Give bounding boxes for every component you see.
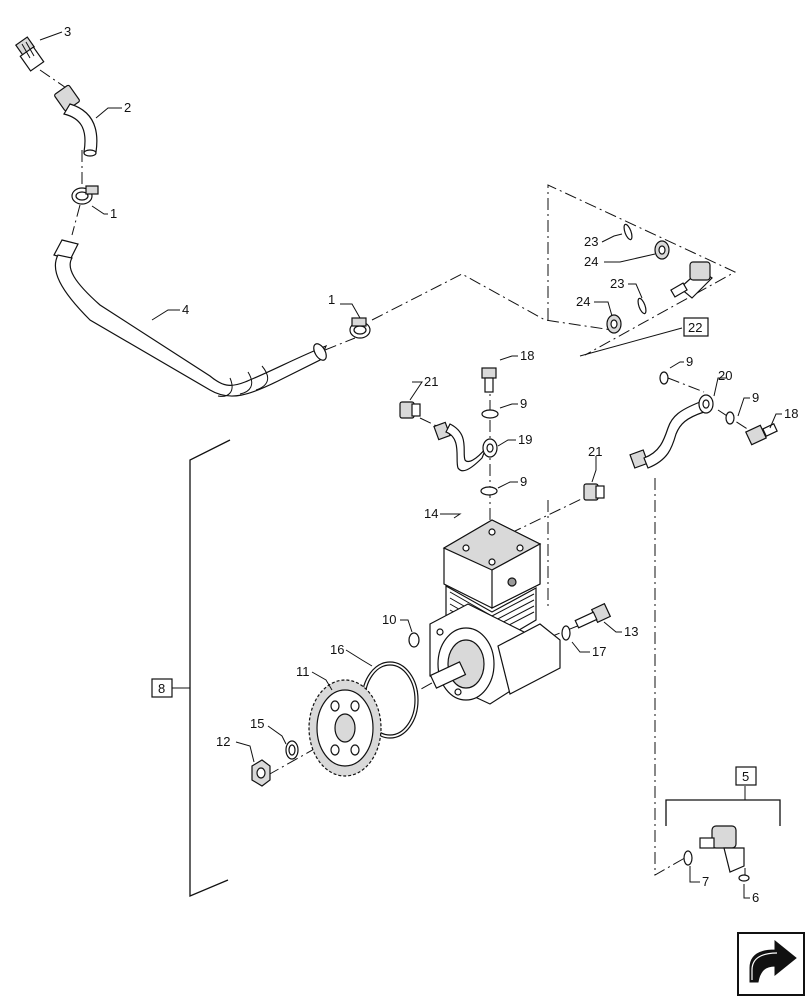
part-9-sealing-washer-d[interactable] <box>725 411 735 425</box>
callout-21-right[interactable]: 21 <box>588 444 602 459</box>
callout-8: 8 <box>158 681 165 696</box>
callout-9-b[interactable]: 9 <box>520 474 527 489</box>
part-3-fitting[interactable] <box>14 36 45 72</box>
callout-labels: 3 2 1 4 1 23 24 23 24 18 21 9 19 9 21 9 … <box>64 24 798 905</box>
callout-9-c[interactable]: 9 <box>686 354 693 369</box>
boxed-callout-22[interactable]: 22 <box>683 317 709 337</box>
part-9-sealing-washer-c[interactable] <box>659 371 669 385</box>
part-14-air-compressor[interactable] <box>429 519 561 705</box>
part-18-banjo-bolt-right[interactable] <box>744 423 778 446</box>
callout-3[interactable]: 3 <box>64 24 71 39</box>
part-10-o-ring[interactable] <box>408 632 420 648</box>
elbow-fitting-lower[interactable] <box>699 825 745 873</box>
callout-21-left[interactable]: 21 <box>424 374 438 389</box>
part-23-retaining-ring-upper[interactable] <box>622 223 633 241</box>
next-page-arrow-icon[interactable] <box>737 932 805 996</box>
callout-13[interactable]: 13 <box>624 624 638 639</box>
part-24-nut-upper[interactable] <box>654 240 670 260</box>
callout-11[interactable]: 11 <box>296 664 310 679</box>
callout-2[interactable]: 2 <box>124 100 131 115</box>
bracket-group-8 <box>172 439 231 897</box>
callout-23-upper[interactable]: 23 <box>584 234 598 249</box>
part-21-fitting-right[interactable] <box>583 483 605 501</box>
elbow-fitting-upper[interactable] <box>670 261 713 299</box>
callout-17[interactable]: 17 <box>592 644 606 659</box>
part-12-nut[interactable] <box>251 759 271 787</box>
part-4-air-hose[interactable] <box>53 239 329 397</box>
boxed-callout-8[interactable]: 8 <box>151 678 173 698</box>
part-20-banjo-tube[interactable] <box>629 394 714 469</box>
part-18-banjo-bolt-center[interactable] <box>481 367 497 393</box>
assembly-centerlines <box>39 69 753 880</box>
callout-5: 5 <box>742 769 749 784</box>
callout-15[interactable]: 15 <box>250 716 264 731</box>
callout-10[interactable]: 10 <box>382 612 396 627</box>
part-2-elbow-hose[interactable] <box>54 84 98 157</box>
boxed-callout-5[interactable]: 5 <box>735 766 757 786</box>
part-7-o-ring[interactable] <box>683 850 693 866</box>
callout-18-center[interactable]: 18 <box>520 348 534 363</box>
callout-4[interactable]: 4 <box>182 302 189 317</box>
part-1-hose-clamp-lower[interactable] <box>349 317 371 339</box>
part-13-bolt[interactable] <box>574 602 612 629</box>
callout-leaders <box>39 31 782 899</box>
callout-23-lower[interactable]: 23 <box>610 276 624 291</box>
bracket-group-22 <box>579 327 683 357</box>
callout-24-upper[interactable]: 24 <box>584 254 598 269</box>
callout-18-right[interactable]: 18 <box>784 406 798 421</box>
bracket-group-5 <box>665 786 781 826</box>
callout-6[interactable]: 6 <box>752 890 759 905</box>
part-9-sealing-washer-b[interactable] <box>480 486 498 496</box>
callout-12[interactable]: 12 <box>216 734 230 749</box>
part-24-nut-lower[interactable] <box>606 314 622 334</box>
part-15-lock-washer[interactable] <box>285 740 299 760</box>
callout-9-a[interactable]: 9 <box>520 396 527 411</box>
callout-14[interactable]: 14 <box>424 506 438 521</box>
callout-24-lower[interactable]: 24 <box>576 294 590 309</box>
callout-1-lower[interactable]: 1 <box>328 292 335 307</box>
callout-7[interactable]: 7 <box>702 874 709 889</box>
part-1-hose-clamp-upper[interactable] <box>71 185 99 205</box>
part-17-washer[interactable] <box>561 625 571 641</box>
callout-19[interactable]: 19 <box>518 432 532 447</box>
part-9-sealing-washer-a[interactable] <box>481 409 499 419</box>
callout-9-d[interactable]: 9 <box>752 390 759 405</box>
part-11-drive-gear[interactable] <box>308 679 382 777</box>
part-23-retaining-ring-lower[interactable] <box>636 297 647 315</box>
callout-22: 22 <box>688 320 702 335</box>
part-6-o-ring[interactable] <box>738 874 750 882</box>
callout-20[interactable]: 20 <box>718 368 732 383</box>
part-19-banjo-tube[interactable] <box>433 421 498 472</box>
part-21-fitting-left[interactable] <box>399 401 421 419</box>
callout-16[interactable]: 16 <box>330 642 344 657</box>
callout-1-upper[interactable]: 1 <box>110 206 117 221</box>
